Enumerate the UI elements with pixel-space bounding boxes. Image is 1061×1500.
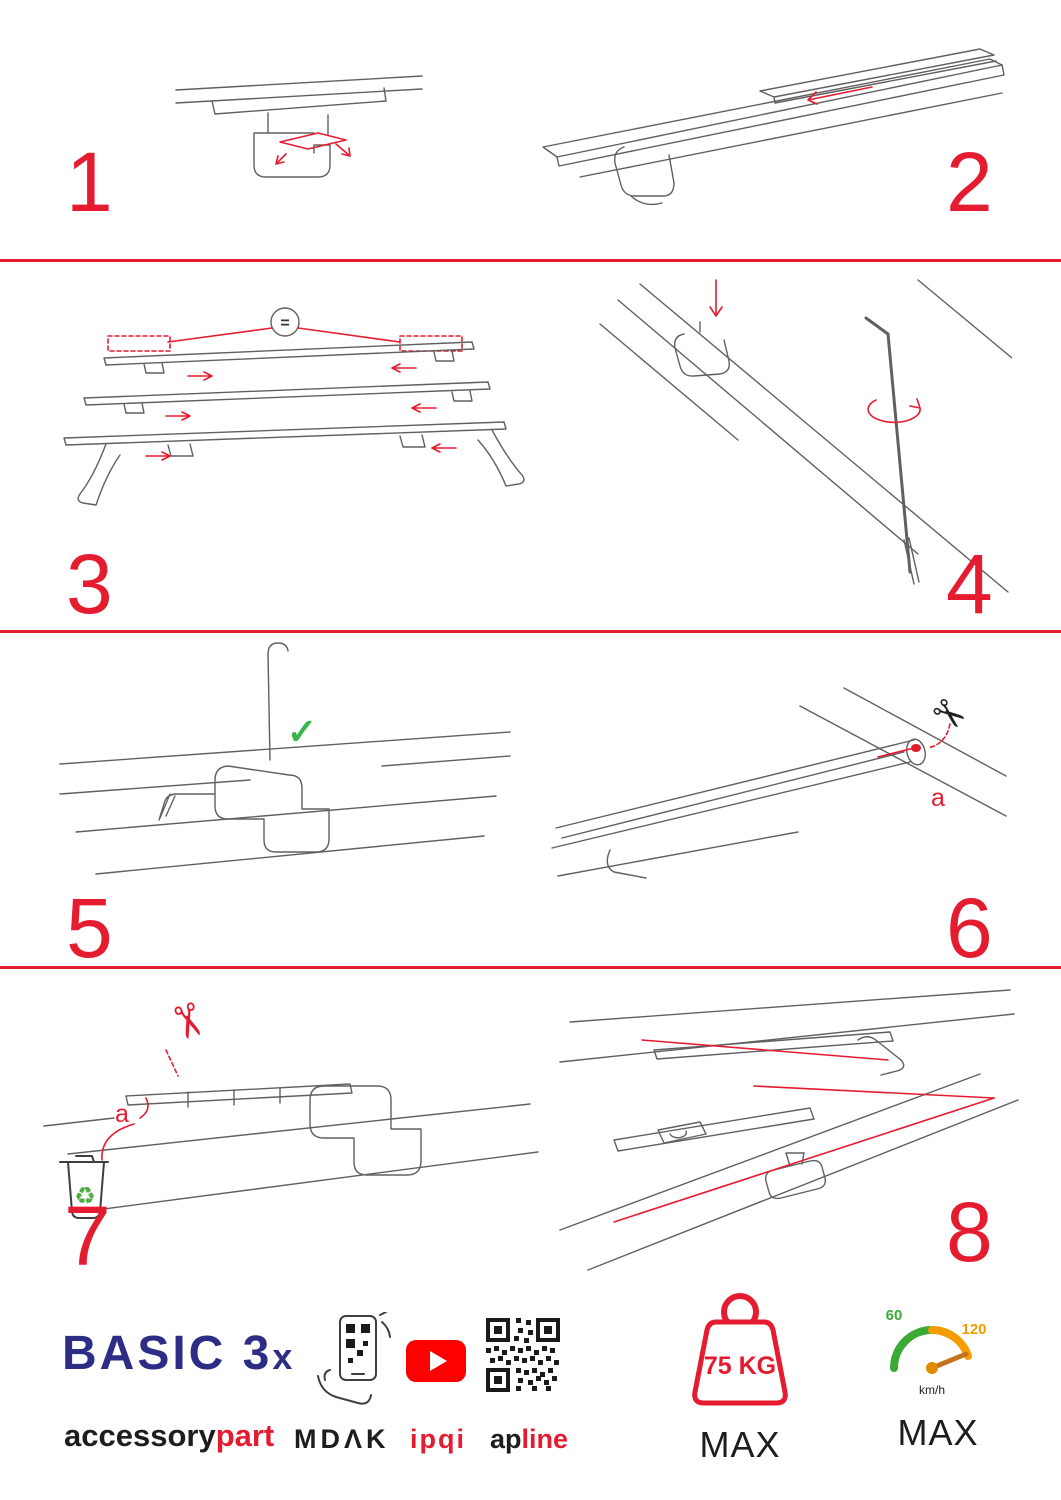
step4-illustration: [588, 272, 1012, 606]
step8-number: 8: [946, 1185, 993, 1279]
clamp-under-frame-drawing: [175, 75, 423, 178]
max-speed-label: MAX: [897, 1412, 979, 1453]
section-divider: [0, 630, 1061, 633]
step5-number: 5: [66, 881, 113, 975]
brand-suffix: x: [272, 1336, 293, 1377]
three-bars-equal-spacing-drawing: =: [63, 307, 525, 506]
bar-cover-slide-drawing: [542, 48, 1005, 206]
step3-illustration: =: [48, 278, 540, 536]
step5-illustration: ✓: [52, 632, 520, 910]
brand-subtitle-black: accessory: [64, 1418, 216, 1453]
equal-badge: =: [280, 315, 289, 332]
brand-title: BASIC 3: [62, 1327, 273, 1380]
step6-illustration: ✂ a: [548, 676, 1010, 920]
adapter-alignment-drawing: [559, 989, 1019, 1271]
scissors-icon-red: ✂: [157, 995, 218, 1048]
step1-illustration: [168, 68, 430, 236]
step7-number: 7: [64, 1189, 111, 1283]
section-divider: [0, 966, 1061, 969]
recycle-icon: ♻: [74, 1183, 96, 1210]
max-load-label: MAX: [699, 1424, 781, 1465]
qr-code-icon: [486, 1318, 560, 1392]
partner-apline-label: apline: [490, 1424, 569, 1454]
max-load-value: 75 KG: [704, 1352, 776, 1380]
section-divider: [0, 259, 1061, 262]
step1-number: 1: [66, 135, 113, 229]
youtube-icon: [406, 1340, 466, 1382]
weight-icon: 75 KG: [692, 1293, 788, 1406]
cut-piece-label-a: a: [931, 784, 945, 812]
cut-and-discard-drawing: ✂ a ♻: [43, 995, 539, 1219]
brand-subtitle: accessorypart: [64, 1420, 274, 1451]
step7-illustration: ✂ a ♻: [38, 982, 540, 1240]
hex-key-tighten-drawing: [599, 279, 1012, 593]
max-load-badge: 75 KG MAX: [672, 1288, 808, 1466]
step6-number: 6: [946, 881, 993, 975]
step2-number: 2: [946, 135, 993, 229]
scan-phone-icon: [308, 1312, 400, 1410]
pin-correct-position-drawing: ✓: [59, 642, 511, 875]
check-icon: ✓: [287, 711, 317, 752]
brand-subtitle-red: part: [215, 1418, 275, 1453]
partner-ipqi-label: ipqi: [410, 1424, 466, 1454]
partner-mdak-label: MDΛK: [294, 1424, 390, 1454]
play-triangle-icon: [430, 1351, 447, 1371]
step8-illustration: [558, 978, 1022, 1276]
product-brand: BASIC 3x: [62, 1330, 292, 1378]
step3-number: 3: [66, 537, 113, 631]
step4-number: 4: [946, 537, 993, 631]
cut-rubber-strip-drawing: ✂ a: [551, 687, 1007, 879]
cut-piece-label-a: a: [115, 1100, 129, 1128]
step2-illustration: [518, 25, 1010, 227]
speed-unit-label: km/h: [919, 1383, 945, 1397]
speedometer-icon: 60 120 km/h: [886, 1307, 987, 1397]
max-speed-badge: 60 120 km/h MAX: [872, 1292, 1004, 1454]
speed-high-label: 120: [961, 1321, 986, 1338]
speed-low-label: 60: [886, 1307, 903, 1324]
